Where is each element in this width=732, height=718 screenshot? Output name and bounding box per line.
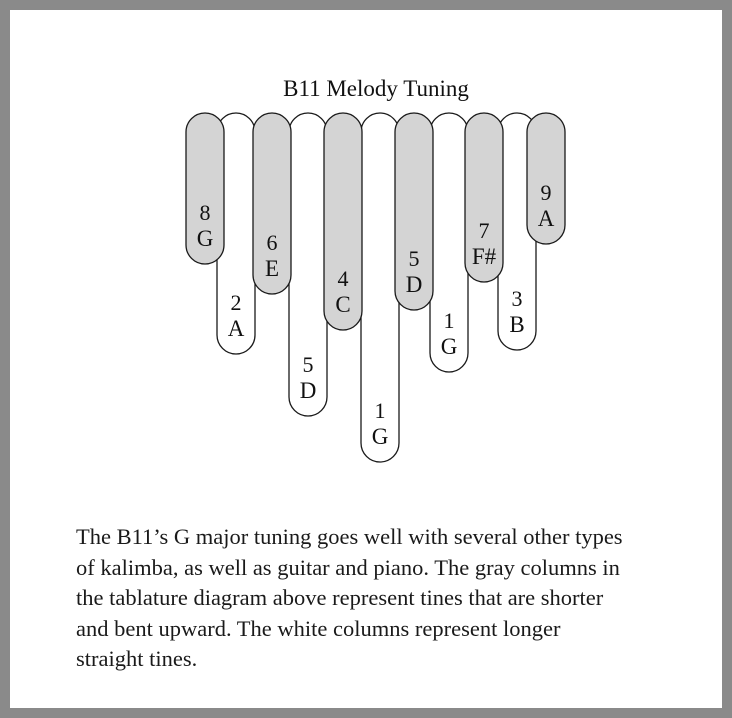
tine-note: C xyxy=(335,292,350,317)
tine-note: A xyxy=(538,206,555,231)
diagram-title: B11 Melody Tuning xyxy=(283,76,469,101)
tine-number: 3 xyxy=(512,286,523,311)
tine-note: G xyxy=(441,334,458,359)
long-tine xyxy=(429,112,469,373)
caption-line: straight tines. xyxy=(76,646,198,671)
tine-note: G xyxy=(197,226,214,251)
tine-number: 6 xyxy=(267,230,278,255)
short-tine xyxy=(323,112,363,331)
caption: The B11’s G major tuning goes well with … xyxy=(76,522,706,675)
tine-number: 7 xyxy=(479,218,490,243)
short-tine xyxy=(394,112,434,311)
tine-note: F# xyxy=(472,244,497,269)
caption-line: The B11’s G major tuning goes well with … xyxy=(76,524,623,549)
long-tines xyxy=(216,112,537,463)
short-tine xyxy=(464,112,504,283)
caption-line: the tablature diagram above represent ti… xyxy=(76,585,604,610)
long-tine xyxy=(360,112,400,463)
tine-number: 2 xyxy=(231,290,242,315)
tine-note: D xyxy=(406,272,423,297)
long-tine xyxy=(216,112,256,355)
short-tine xyxy=(252,112,292,295)
tine-number: 8 xyxy=(200,200,211,225)
caption-line: and bent upward. The white columns repre… xyxy=(76,615,561,641)
tine-note: D xyxy=(300,378,317,403)
short-tine xyxy=(526,112,566,245)
tine-number: 5 xyxy=(409,246,420,271)
tine-note: A xyxy=(228,316,245,341)
tine-number: 4 xyxy=(338,266,349,291)
tine-note: G xyxy=(372,424,389,449)
caption-line: of kalimba, as well as guitar and piano.… xyxy=(76,554,620,580)
tine-note: E xyxy=(265,256,279,281)
tine-number: 5 xyxy=(303,352,314,377)
tine-number: 1 xyxy=(375,398,386,423)
long-tine xyxy=(288,112,328,417)
tine-note: B xyxy=(509,312,524,337)
short-tines xyxy=(185,112,566,331)
tine-number: 9 xyxy=(541,180,552,205)
tine-number: 1 xyxy=(444,308,455,333)
short-tine xyxy=(185,112,225,265)
